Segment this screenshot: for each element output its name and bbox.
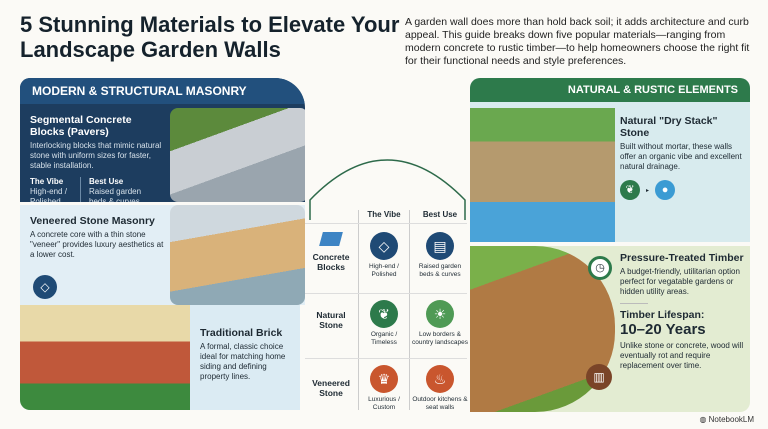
use-label: Best Use xyxy=(89,177,124,186)
lifespan-label: Timber Lifespan: xyxy=(620,309,705,321)
raised-bed-icon: ▤ xyxy=(426,232,454,260)
vibe-label: The Vibe xyxy=(30,177,64,186)
clock-icon: ◷ xyxy=(588,256,612,280)
concrete-block-icon xyxy=(319,232,343,246)
vibe-value: High-end / Polished xyxy=(30,187,67,202)
veneered-title: Veneered Stone Masonry xyxy=(30,215,155,227)
crown-icon: ♛ xyxy=(370,365,398,393)
tree-stump-icon: ▥ xyxy=(586,364,612,390)
table-cell: ◇High-end / Polished xyxy=(360,232,408,279)
timber-title: Pressure-Treated Timber xyxy=(620,252,744,264)
timber-panel: ◷ ▥ Pressure-Treated Timber A budget-fri… xyxy=(470,246,750,412)
lifespan-desc: Unlike stone or concrete, wood will even… xyxy=(620,341,744,370)
concrete-block-wall-illustration xyxy=(170,108,305,202)
lifespan-value: 10–20 Years xyxy=(620,321,706,338)
table-cell: ❦Organic / Timeless xyxy=(360,300,408,347)
outdoor-kitchen-illustration xyxy=(170,205,305,305)
diamond-icon: ◇ xyxy=(33,275,57,299)
brick-wall-gate-illustration xyxy=(20,305,190,410)
leaf-icon: ❦ xyxy=(620,180,640,200)
leaf-icon: ❦ xyxy=(370,300,398,328)
table-cell: ▤Raised garden beds & curves xyxy=(411,232,469,279)
timber-desc: A budget-friendly, utilitarian option pe… xyxy=(620,267,740,296)
landscape-icon: ☀ xyxy=(426,300,454,328)
water-drop-icon: ● xyxy=(655,180,676,200)
use-value: Raised garden beds & curves. xyxy=(89,187,142,202)
row-label: Natural Stone xyxy=(316,310,346,330)
comparison-table: The Vibe Best Use Concrete Blocks ◇High-… xyxy=(305,210,469,412)
natural-rustic-panel: NATURAL & RUSTIC ELEMENTS Natural "Dry S… xyxy=(470,78,750,242)
row-label: Veneered Stone xyxy=(312,378,350,398)
veneered-stone-panel: Veneered Stone Masonry A concrete core w… xyxy=(20,205,305,305)
garden-arch-decoration xyxy=(309,159,466,220)
table-cell: ♛Luxurious / Custom xyxy=(360,365,408,412)
segmental-title: Segmental Concrete Blocks (Pavers) xyxy=(30,114,132,138)
header-best-use: Best Use xyxy=(422,210,458,219)
intro-text: A garden wall does more than hold back s… xyxy=(405,16,750,67)
dry-stack-wall-illustration xyxy=(470,108,615,242)
grill-icon: ♨ xyxy=(426,365,454,393)
traditional-brick-panel: Traditional Brick A formal, classic choi… xyxy=(20,305,300,410)
row-label: Concrete Blocks xyxy=(312,252,350,272)
modern-masonry-panel: MODERN & STRUCTURAL MASONRY Segmental Co… xyxy=(20,78,305,202)
divider xyxy=(620,303,648,304)
brick-desc: A formal, classic choice ideal for match… xyxy=(200,342,286,381)
table-cell: ☀Low borders & country landscapes xyxy=(411,300,469,347)
table-cell: ♨Outdoor kitchens & seat walls xyxy=(411,365,469,412)
section-header: MODERN & STRUCTURAL MASONRY xyxy=(20,78,305,104)
diamond-icon: ◇ xyxy=(370,232,398,260)
brick-title: Traditional Brick xyxy=(200,327,283,339)
header-vibe: The Vibe xyxy=(367,210,401,219)
segmental-desc: Interlocking blocks that mimic natural s… xyxy=(30,141,162,170)
veneered-desc: A concrete core with a thin stone "venee… xyxy=(30,230,164,259)
drystack-title: Natural "Dry Stack" Stone xyxy=(620,115,718,139)
section-header: NATURAL & RUSTIC ELEMENTS xyxy=(470,78,750,102)
arrow-icon: ▸ xyxy=(646,187,650,194)
notebooklm-logo: ◍ NotebookLM xyxy=(699,415,754,424)
drystack-desc: Built without mortar, these walls offer … xyxy=(620,142,742,171)
page-title: 5 Stunning Materials to Elevate Your Lan… xyxy=(20,12,400,62)
